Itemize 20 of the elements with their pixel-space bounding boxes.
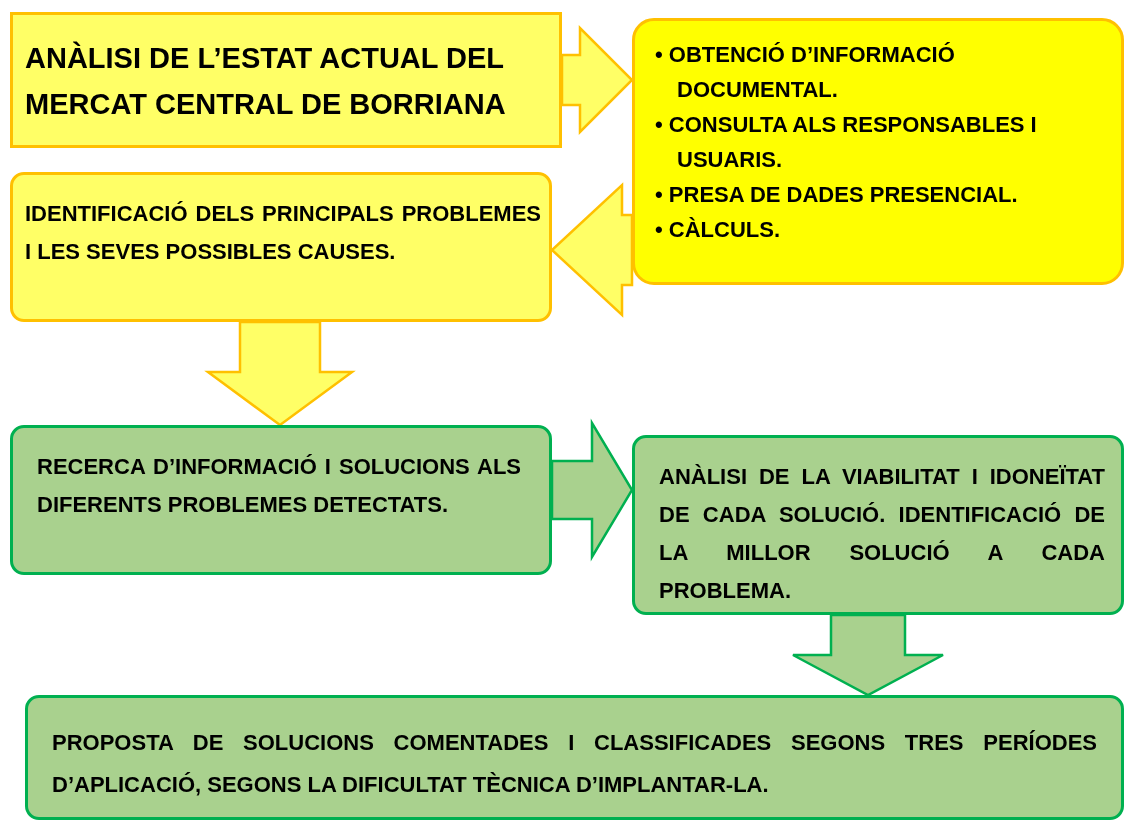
process-box <box>10 12 562 148</box>
block-arrow <box>550 182 634 318</box>
box-text: ANÀLISI DE LA VIABILITAT I IDONEÏTAT DE CADA SOLUCIÓ. IDENTIFICACIÓ DE LA MILLOR SOLUCIÓ A CADA PROBLEMA. <box>659 463 1105 605</box>
bullet-item: • OBTENCIÓ D’INFORMACIÓ DOCUMENTAL. <box>655 41 956 104</box>
process-box <box>632 435 1124 615</box>
bullet-item: • PRESA DE DADES PRESENCIAL. <box>655 181 1019 209</box>
box-text: RECERCA D’INFORMACIÓ I SOLUCIONS ALS DIFERENTS PROBLEMES DETECTATS. <box>37 453 521 519</box>
block-arrow <box>560 25 634 135</box>
box-text: PROPOSTA DE SOLUCIONS COMENTADES I CLASSIFICADES SEGONS TRES PERÍODES D’APLICACIÓ, SEGONS LA DIFICULTAT TÈCNICA D’IMPLANTAR-LA. <box>52 729 1097 799</box>
bullet-item: • CONSULTA ALS RESPONSABLES I USUARIS. <box>655 111 1038 174</box>
block-arrow <box>550 418 634 562</box>
block-arrow <box>791 613 945 697</box>
process-box <box>25 695 1124 820</box>
process-box <box>10 425 552 575</box>
box-text: IDENTIFICACIÓ DELS PRINCIPALS PROBLEMES I LES SEVES POSSIBLES CAUSES. <box>25 200 541 266</box>
bullet-item: • CÀLCULS. <box>655 216 782 244</box>
block-arrow <box>204 320 356 427</box>
process-box <box>10 172 552 322</box>
bullet-list-box <box>632 18 1124 285</box>
box-text: ANÀLISI DE L’ESTAT ACTUAL DEL MERCAT CENTRAL DE BORRIANA <box>25 40 507 122</box>
